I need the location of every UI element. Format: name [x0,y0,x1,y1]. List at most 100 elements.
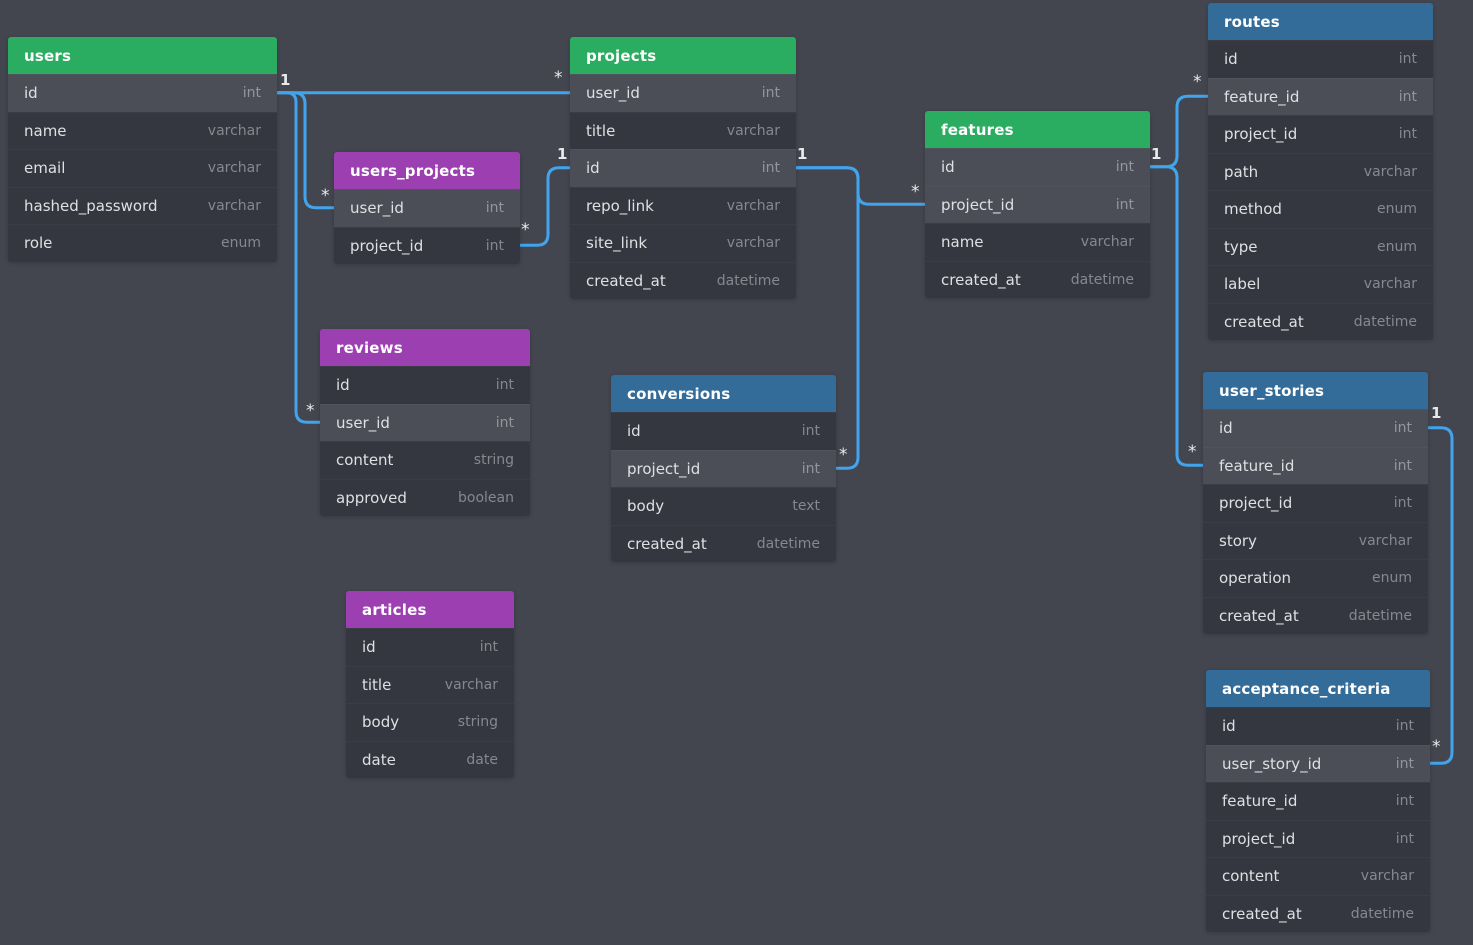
column-name: id [24,84,38,103]
column-type: int [242,85,261,102]
column-row-features-project_id[interactable]: project_id int [925,185,1150,223]
column-name: label [1224,275,1261,294]
relationship-line-projects.id-to-conversions.project_id[interactable] [794,166,860,470]
column-name: project_id [941,195,1015,214]
column-type: int [1115,196,1134,213]
column-type: int [1393,420,1412,437]
column-type: enum [1377,238,1417,255]
table-title: projects [586,46,657,65]
relationship-line-users_projects.project_id-to-projects.id[interactable] [518,166,572,247]
table-header-features[interactable]: features [925,111,1150,148]
column-name: id [941,158,955,177]
table-header-conversions[interactable]: conversions [611,375,836,412]
column-name: type [1224,237,1258,256]
table-header-projects[interactable]: projects [570,37,796,74]
column-row-routes-type[interactable]: type enum [1208,227,1433,265]
relationship-line-features.id-to-routes.feature_id[interactable] [1148,94,1210,169]
table-header-reviews[interactable]: reviews [320,329,530,366]
column-name: user_story_id [1222,754,1322,773]
column-type: datetime [1350,905,1414,922]
column-name: feature_id [1219,456,1295,475]
column-type: int [1398,126,1417,143]
table-header-users_projects[interactable]: users_projects [334,152,520,189]
column-type: int [495,377,514,394]
relationship-line-users.id-to-users_projects.user_id[interactable] [275,91,336,210]
column-name: content [336,451,394,470]
table-header-users[interactable]: users [8,37,277,74]
column-name: user_id [350,199,404,218]
relationship-line-features.id-to-user_stories.feature_id[interactable] [1148,165,1205,467]
table-title: users_projects [350,161,476,180]
relationship-line-projects.id-to-features.project_id[interactable] [794,166,927,206]
table-header-articles[interactable]: articles [346,591,514,628]
relationship-line-users.id-to-reviews.user_id[interactable] [275,91,322,424]
table-header-routes[interactable]: routes [1208,3,1433,40]
column-type: boolean [458,489,514,506]
table-header-user_stories[interactable]: user_stories [1203,372,1428,409]
column-type: varchar [1358,532,1412,549]
column-row-users-id[interactable]: id int [8,74,277,112]
table-title: users [24,46,72,65]
table-header-acceptance_criteria[interactable]: acceptance_criteria [1206,670,1430,707]
column-type: enum [1377,201,1417,218]
column-type: varchar [726,235,780,252]
relationship-line-user_stories.id-to-acceptance_criteria.user_story_id[interactable] [1426,426,1454,765]
